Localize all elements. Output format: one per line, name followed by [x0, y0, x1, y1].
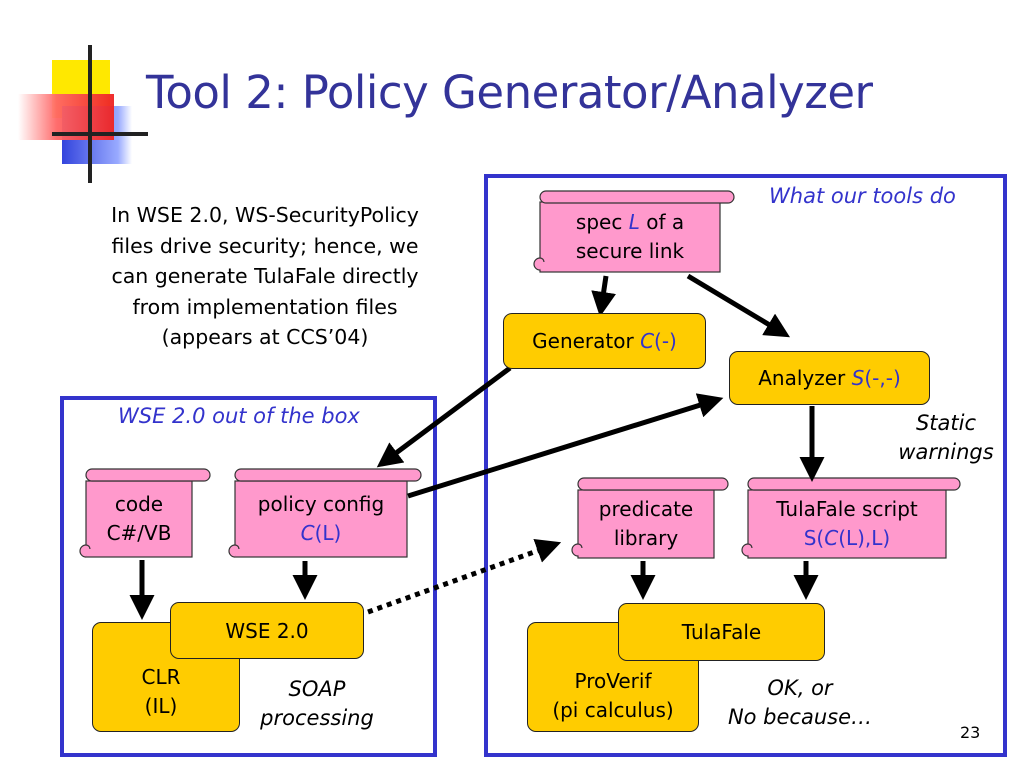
policy-config-scroll: policy config C(L)	[235, 481, 407, 557]
arrow-spec-to-analyzer	[686, 273, 791, 338]
arrow-spec-to-generator	[591, 275, 616, 317]
predicate-library-scroll: predicate library	[578, 490, 714, 558]
left-panel-caption: WSE 2.0 out of the box	[118, 404, 360, 428]
script-c-symbol: C	[824, 526, 839, 550]
tulafale-script-line1: TulaFale script	[776, 497, 918, 521]
static-line: warnings	[898, 440, 994, 464]
tulafale-script-scroll: TulaFale script S(C(L),L)	[748, 490, 946, 558]
generator-label: Generator	[532, 328, 641, 353]
tulafale-box: TulaFale	[618, 603, 825, 661]
clr-line: CLR	[141, 665, 181, 689]
intro-line: files drive security; hence, we	[111, 233, 419, 258]
arrow-generator-to-policy	[376, 365, 512, 468]
static-warnings-note: Static warnings	[890, 409, 1002, 467]
spec-a: spec	[575, 210, 629, 234]
analyzer-s-symbol: S	[851, 365, 865, 390]
slide-title: Tool 2: Policy Generator/Analyzer	[146, 66, 873, 119]
spec-c: of a	[639, 210, 685, 234]
tulafale-label: TulaFale	[681, 619, 762, 644]
intro-text: In WSE 2.0, WS-SecurityPolicy files driv…	[70, 200, 460, 353]
left-panel-frame	[60, 396, 437, 757]
ok-line: OK, or	[767, 676, 833, 700]
policy-c-symbol: C	[300, 521, 315, 545]
generator-args: (-)	[654, 328, 677, 353]
predicate-line: library	[613, 526, 679, 550]
right-panel-frame	[484, 174, 1007, 757]
spec-scroll-shape	[533, 190, 735, 273]
tulafale-script-scroll-shape	[741, 477, 961, 559]
code-scroll-shape	[79, 468, 211, 558]
predicate-line: predicate	[598, 497, 694, 521]
right-panel-caption: What our tools do	[769, 184, 956, 208]
proverif-line: ProVerif	[574, 669, 652, 693]
script-args: (L),L)	[838, 526, 891, 550]
spec-l-symbol: L	[628, 210, 640, 234]
generator-box: Generator C(-)	[503, 313, 706, 369]
clr-line: (IL)	[144, 694, 178, 718]
intro-line: (appears at CCS’04)	[161, 325, 369, 349]
proverif-line: (pi calculus)	[552, 698, 674, 722]
spec-line2: secure link	[575, 239, 685, 263]
intro-line: can generate TulaFale directly	[111, 264, 419, 288]
spec-scroll: spec L of a secure link	[540, 202, 720, 272]
wse-box: WSE 2.0	[170, 602, 364, 659]
soap-note: SOAP processing	[252, 675, 382, 733]
arrow-wse-to-predicate-dotted	[367, 538, 562, 615]
static-line: Static	[915, 411, 977, 435]
analyzer-args: (-,-)	[864, 365, 901, 390]
soap-line: processing	[260, 706, 374, 730]
code-scroll-line: code	[114, 492, 164, 516]
policy-scroll-line: policy config	[257, 492, 385, 516]
ok-line: No because…	[727, 705, 873, 729]
intro-line: from implementation files	[132, 294, 398, 319]
ok-note: OK, or No because…	[716, 674, 884, 732]
analyzer-box: Analyzer S(-,-)	[729, 351, 930, 405]
soap-line: SOAP	[288, 677, 346, 701]
arrow-policy-to-analyzer	[407, 393, 724, 499]
policy-l-arg: (L)	[314, 521, 342, 545]
policy-scroll-shape	[228, 468, 422, 558]
script-s-open: S(	[803, 526, 825, 550]
intro-line: In WSE 2.0, WS-SecurityPolicy	[111, 203, 419, 227]
page-number: 23	[960, 723, 981, 742]
analyzer-label: Analyzer	[758, 365, 852, 390]
code-scroll-line: C#/VB	[106, 521, 172, 545]
wse-label: WSE 2.0	[225, 619, 309, 643]
predicate-scroll-shape	[571, 477, 729, 559]
generator-c-symbol: C	[640, 328, 655, 353]
